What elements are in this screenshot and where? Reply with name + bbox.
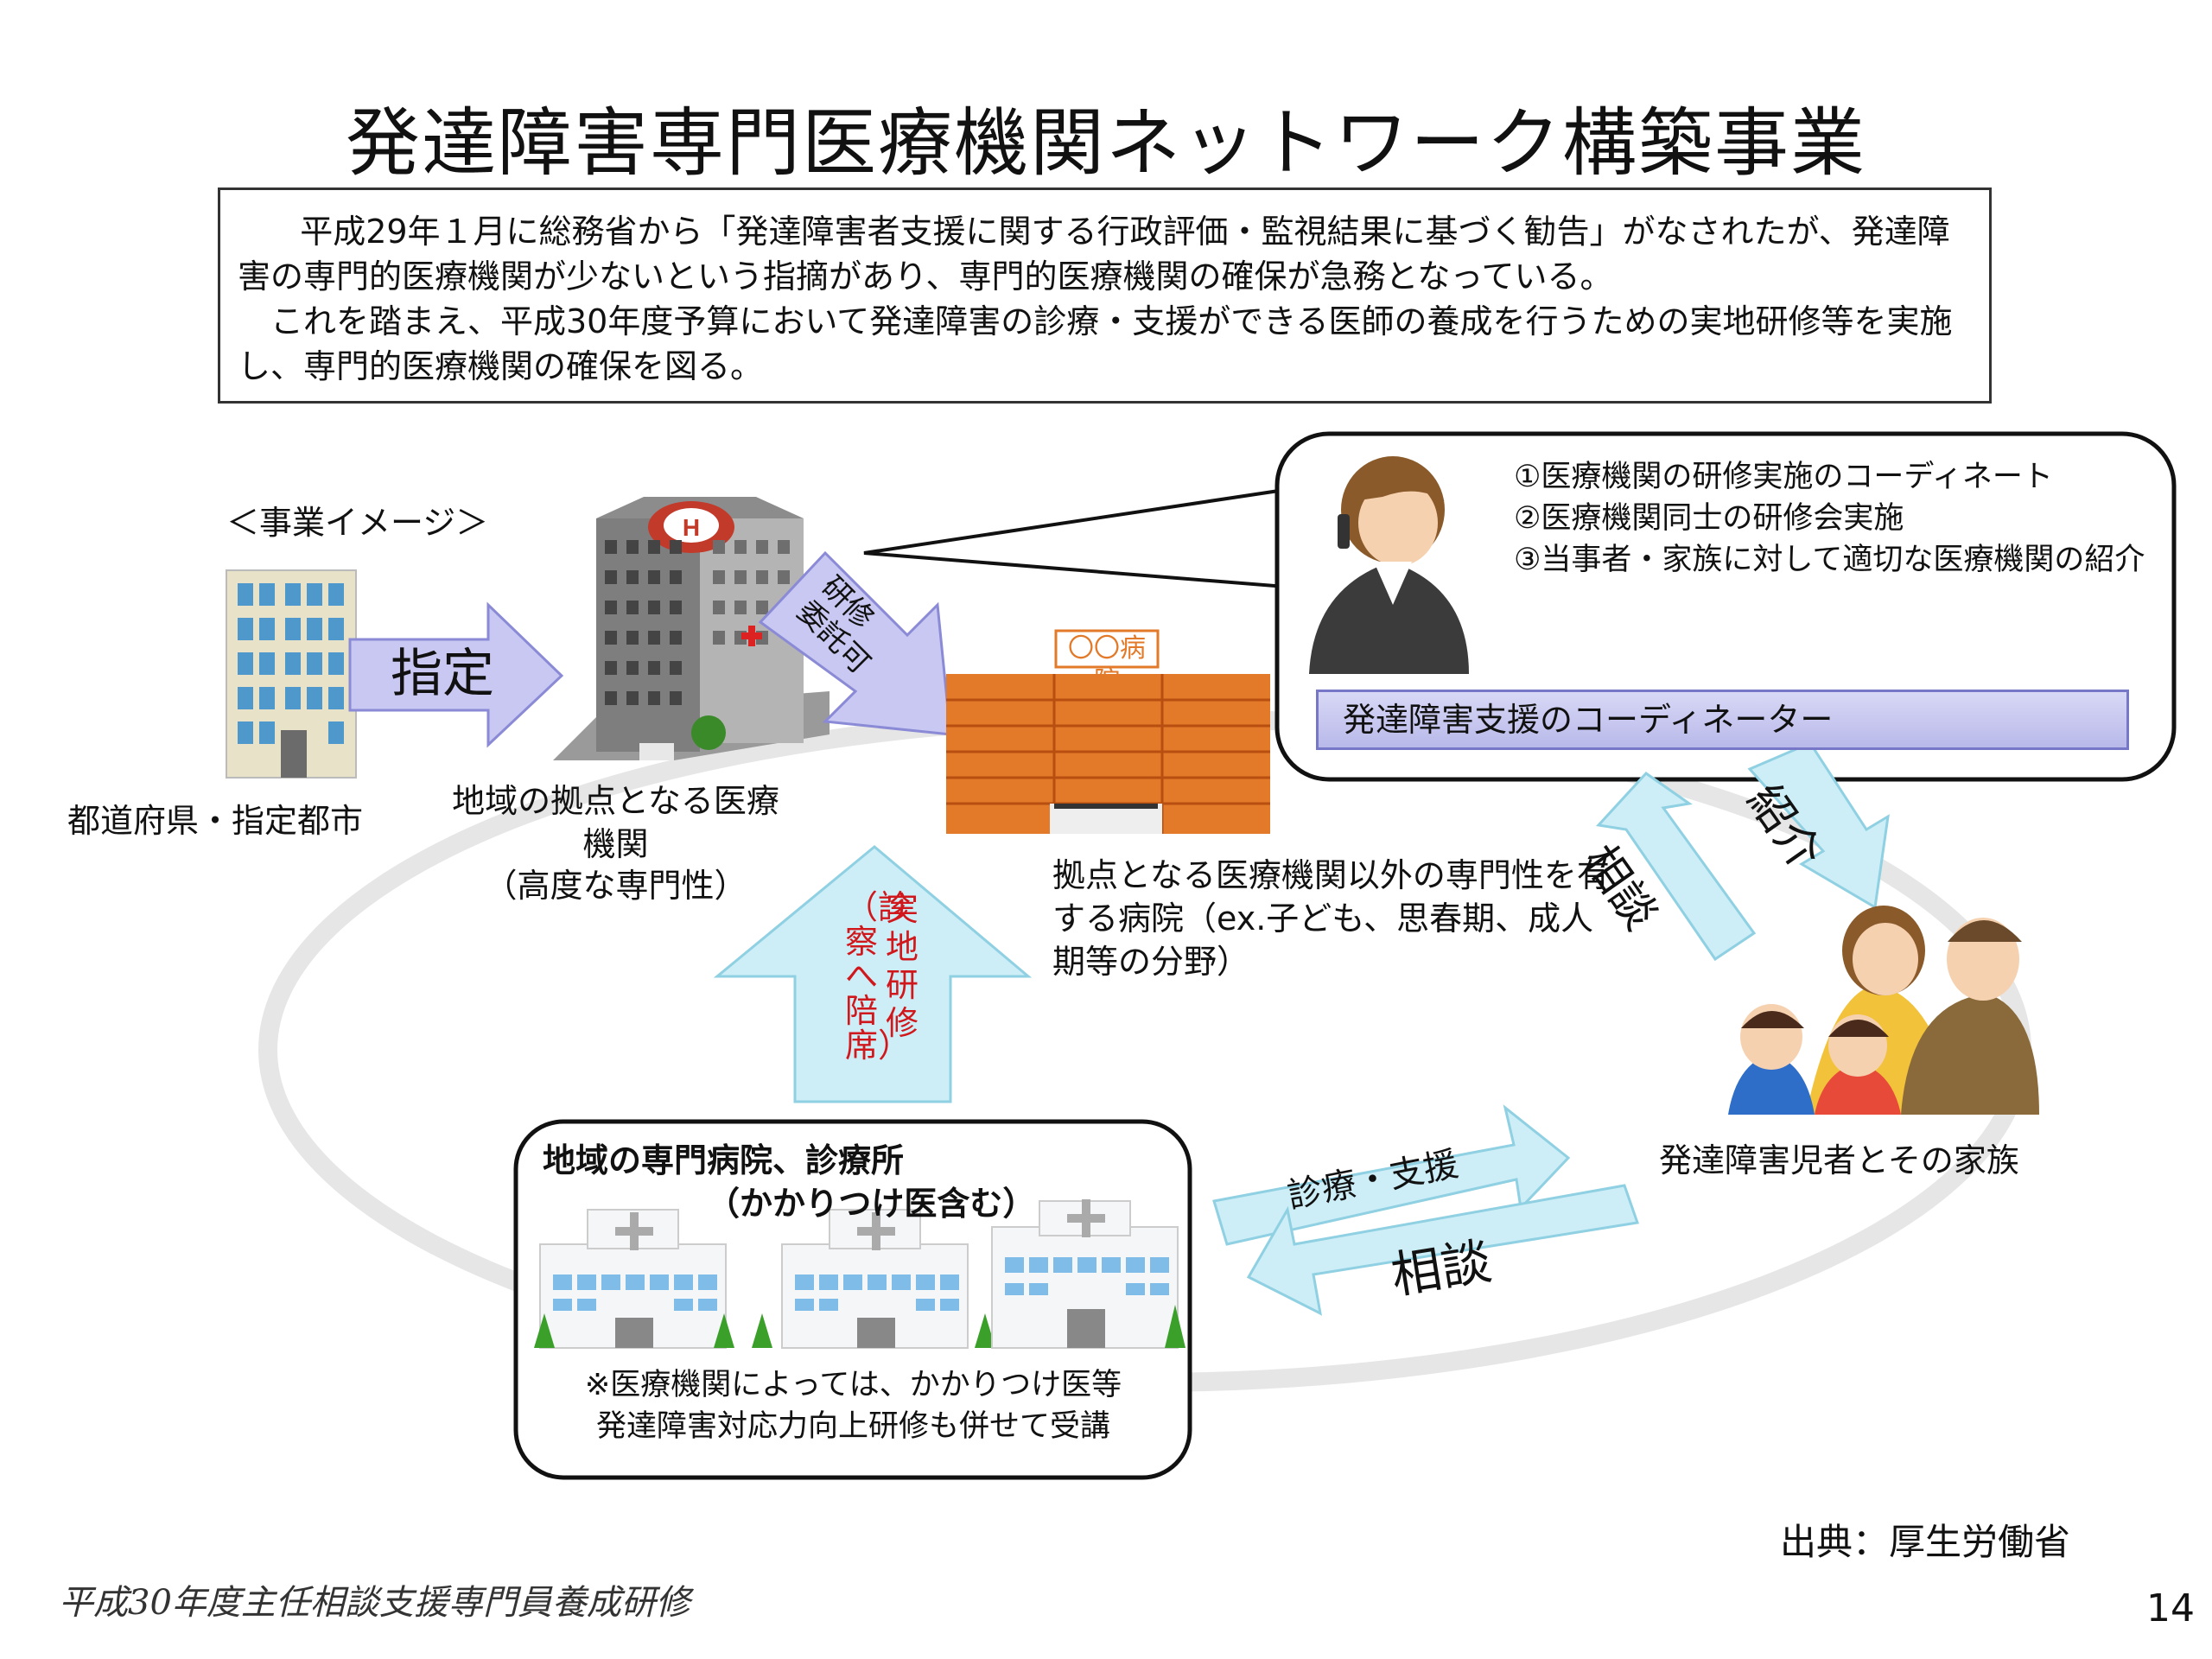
consult-left-label: 相談 (1387, 1231, 1496, 1306)
local-clinics-note-1: ※医療機関によっては、かかりつけ医等 (584, 1368, 1122, 1402)
coordinator-items: ①医療機関の研修実施のコーディネート ②医療機関同士の研修会実施 ③当事者・家族… (1514, 456, 2153, 581)
coordinator-bubble-tail (863, 486, 1298, 590)
coordinator-item-1: ①医療機関の研修実施のコーディネート (1514, 460, 2053, 494)
local-clinics-note-2: 発達障害対応力向上研修も併せて受講 (595, 1409, 1110, 1444)
page-number: 14 (2146, 1586, 2195, 1630)
orange-hospital-icon (946, 629, 1270, 834)
hub-hospital-label: 地域の拠点となる医療機関 (452, 782, 779, 863)
source-credit: 出典：厚生労働省 (1780, 1521, 2071, 1563)
footer-text: 平成30年度主任相談支援専門員養成研修 (59, 1583, 690, 1623)
intro-paragraph-1: 平成29年１月に総務省から「発達障害者支援に関する行政評価・監視結果に基づく勧告… (238, 213, 1950, 296)
clinic-buildings-icon (534, 1199, 1185, 1349)
consult-up-arrow (1596, 772, 1757, 962)
intro-paragraph-2: これを踏まえ、平成30年度予算において発達障害の診療・支援ができる医師の養成を行… (238, 302, 1953, 385)
other-hospital-label: 拠点となる医療機関以外の専門性を有する病院（ex.子ども、思春期、成人期等の分野… (1052, 856, 1610, 981)
onsite-training-arrow (713, 845, 1033, 1103)
hub-hospital-sub: （高度な専門性） (484, 867, 747, 905)
coordinator-bar: 発達障害支援のコーディネーター (1316, 690, 2129, 750)
designate-arrow (348, 601, 564, 748)
prefecture-label: 都道府県・指定都市 (67, 802, 364, 840)
prefecture-building-icon (226, 569, 357, 779)
orange-hospital-sign: 〇〇病院 (1068, 633, 1146, 696)
intro-box: 平成29年１月に総務省から「発達障害者支援に関する行政評価・監視結果に基づく勧告… (218, 188, 1992, 404)
image-heading: ＜事業イメージ＞ (226, 504, 489, 542)
consult-left-arrow (1246, 1184, 1640, 1316)
designate-arrow-label: 指定 (391, 644, 494, 704)
hub-hospital-icon: H (553, 497, 830, 760)
coordinator-person-icon (1309, 456, 1469, 674)
coordinator-item-3: ③当事者・家族に対して適切な医療機関の紹介 (1514, 543, 2145, 577)
family-label: 発達障害児者とその家族 (1659, 1141, 2019, 1179)
local-clinics-title-2: （かかりつけ医含む） (707, 1185, 1036, 1223)
family-icon (1728, 906, 2039, 1115)
local-clinics-title-1: 地域の専門病院、診療所 (543, 1139, 904, 1182)
onsite-training-sub: （診察へ陪席） (845, 888, 912, 1065)
svg-text:H: H (683, 514, 700, 541)
onsite-training-label: 実地研修 (886, 890, 919, 1042)
page-title: 発達障害専門医療機関ネットワーク構築事業 (346, 100, 1866, 187)
local-clinics-title-text-1: 地域の専門病院、診療所 (543, 1141, 905, 1179)
training-delegation-arrow (758, 550, 952, 736)
introduce-down-arrow (1747, 741, 1890, 910)
coordinator-item-2: ②医療機関同士の研修会実施 (1514, 501, 1904, 536)
